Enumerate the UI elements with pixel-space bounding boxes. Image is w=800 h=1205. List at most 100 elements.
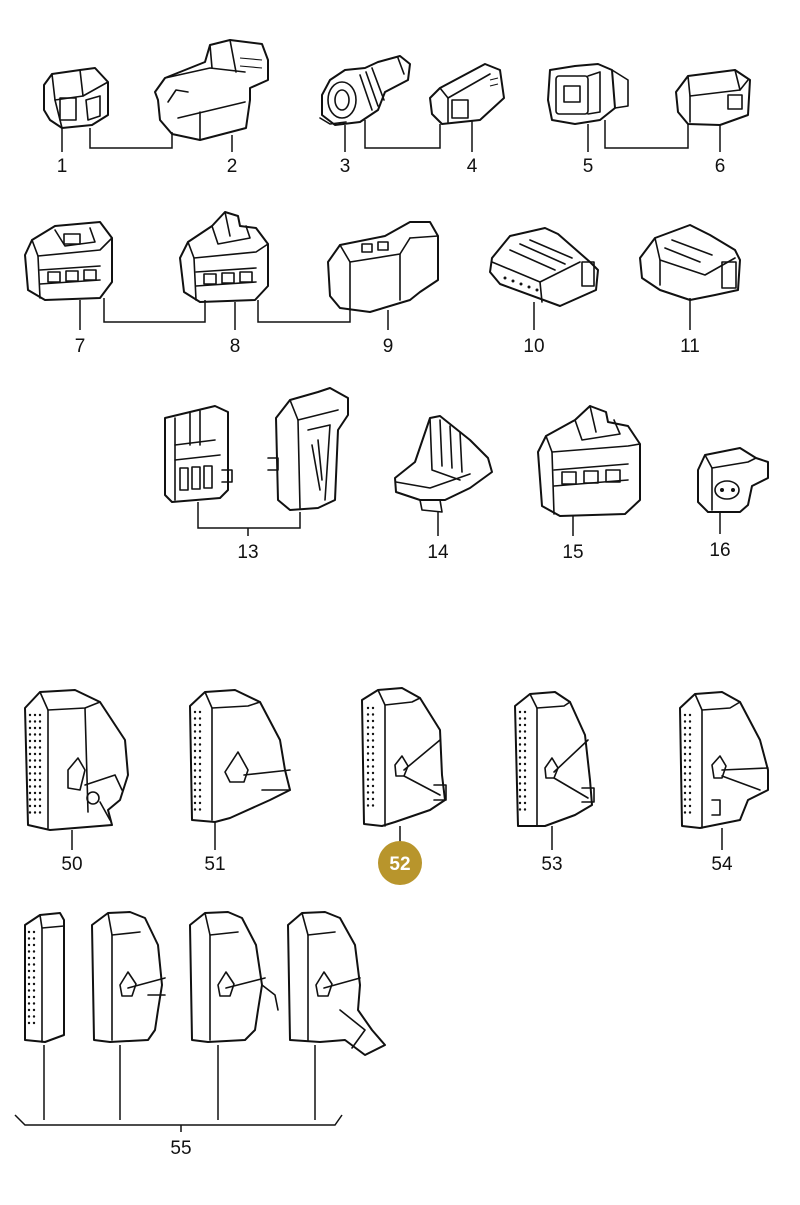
pin-dot (523, 730, 527, 733)
pin-dot (198, 782, 202, 785)
connector-part-13a[interactable] (164, 405, 233, 503)
pin-dot (27, 930, 31, 934)
callout-50: 50 (61, 854, 82, 875)
pin-dot (27, 976, 31, 979)
pin-dot (33, 811, 37, 814)
callout-15: 15 (562, 542, 583, 563)
connector-part-55a[interactable] (24, 912, 65, 1043)
pin-dot (198, 736, 202, 740)
pin-dot (38, 765, 42, 769)
pin-dot (28, 746, 32, 749)
callout-7: 7 (75, 336, 86, 357)
pin-dot (518, 710, 522, 714)
pin-dot (198, 788, 202, 792)
pin-dot (518, 717, 522, 720)
pin-dot (688, 804, 692, 808)
pin-dot (193, 762, 197, 766)
connector-part-50[interactable] (24, 689, 129, 831)
pin-dot (198, 723, 202, 727)
pin-dot (38, 811, 42, 814)
pin-dot (33, 746, 37, 749)
pin-dot (38, 804, 42, 808)
pin-dot (27, 963, 31, 966)
connector-part-6[interactable] (675, 69, 751, 126)
pin-dot (523, 801, 527, 805)
pin-dot (198, 769, 202, 772)
pin-dot (32, 1008, 36, 1012)
connector-part-1[interactable] (43, 67, 109, 129)
pin-dot (366, 726, 370, 729)
pin-dot (518, 801, 522, 805)
pin-dot (523, 775, 527, 779)
pin-dot (366, 706, 370, 710)
pin-dot (366, 758, 370, 762)
pin-dot (28, 785, 32, 788)
pin-dot (366, 778, 370, 781)
pin-dot (518, 723, 522, 727)
callout-51: 51 (204, 854, 225, 875)
connector-part-5[interactable] (547, 63, 629, 125)
connector-part-55b[interactable] (91, 911, 166, 1043)
pin-dot (683, 791, 687, 795)
pin-dot (38, 785, 42, 788)
connector-part-55d[interactable] (287, 911, 386, 1056)
pin-dot (688, 726, 692, 730)
pin-dot (366, 752, 370, 755)
pin-dot (371, 784, 375, 788)
pin-dot (366, 719, 370, 723)
callout-3: 3 (340, 156, 351, 177)
pin-dot (198, 775, 202, 779)
pin-dot (32, 930, 36, 934)
pin-dot (28, 798, 32, 801)
connector-part-9[interactable] (327, 221, 439, 313)
connector-part-51[interactable] (189, 689, 291, 823)
connector-part-55c[interactable] (189, 911, 279, 1043)
connector-part-52[interactable] (361, 687, 447, 827)
connector-part-16[interactable] (697, 447, 769, 513)
pin-dot (366, 771, 370, 775)
pin-dot (523, 710, 527, 714)
pin-dot (193, 769, 197, 772)
pin-dot (371, 739, 375, 742)
pin-dot (28, 791, 32, 795)
pin-dot (28, 765, 32, 769)
callout-52-highlight[interactable]: 52 (378, 841, 422, 885)
pin-dot (518, 736, 522, 740)
pin-dot (33, 804, 37, 808)
connector-part-8[interactable] (179, 211, 269, 303)
pin-dot (683, 798, 687, 801)
connector-part-3[interactable] (319, 55, 411, 126)
pin-dot (193, 736, 197, 740)
pin-dot (27, 969, 31, 973)
pin-dot (688, 733, 692, 736)
pin-dot (33, 713, 37, 717)
pin-dot (32, 943, 36, 947)
pin-dot (688, 720, 692, 723)
connector-part-15[interactable] (537, 405, 641, 517)
pin-dot (523, 782, 527, 785)
connector-part-2[interactable] (154, 39, 269, 141)
pin-dot (366, 804, 370, 807)
pin-dot (523, 756, 527, 759)
pin-dot (518, 795, 522, 798)
pin-dot (32, 982, 36, 986)
connector-part-4[interactable] (429, 63, 505, 125)
pin-dot (32, 937, 36, 940)
pin-dot (38, 759, 42, 762)
connector-part-11[interactable] (639, 224, 741, 301)
callout-10: 10 (523, 336, 544, 357)
connector-part-7[interactable] (24, 221, 113, 301)
pin-dot (33, 739, 37, 743)
pin-dot (371, 719, 375, 723)
pin-dot (683, 733, 687, 736)
connector-part-14[interactable] (394, 415, 493, 513)
pin-dot (371, 765, 375, 768)
pin-dot (198, 756, 202, 759)
callout-54: 54 (711, 854, 733, 875)
connector-part-54[interactable] (679, 691, 769, 829)
connector-part-53[interactable] (514, 691, 595, 827)
callout-52: 52 (389, 854, 410, 875)
connector-part-13b[interactable] (267, 387, 349, 511)
connector-part-10[interactable] (489, 227, 599, 307)
